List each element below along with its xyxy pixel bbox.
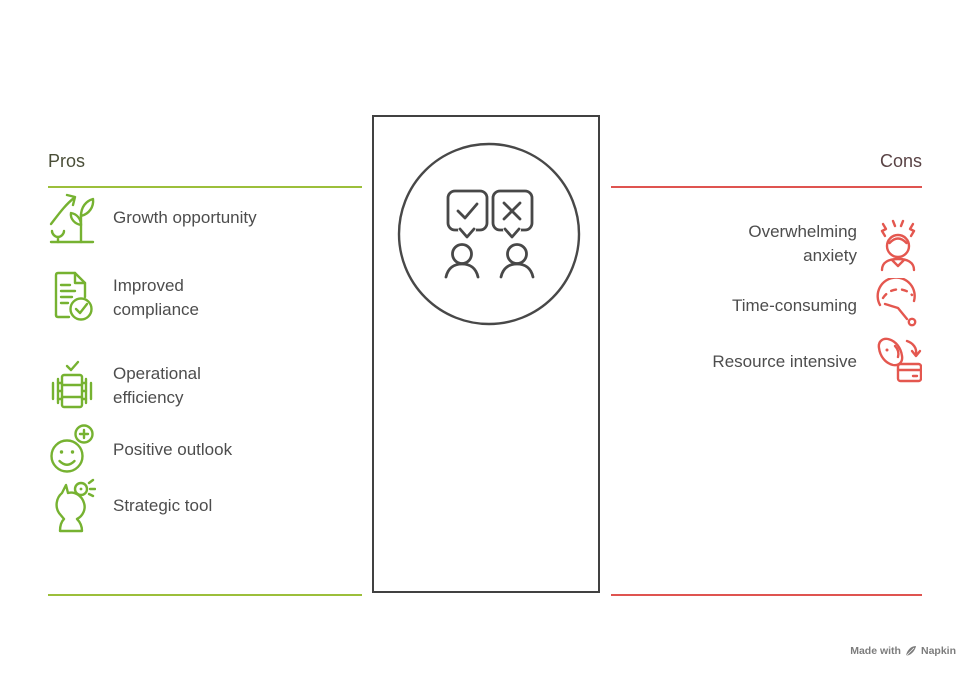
cons-item-label: Resource intensive	[712, 352, 857, 371]
pros-item-improved-compliance: Improved compliance	[48, 270, 362, 326]
cons-panel: Cons Overwhelming anxiety Time-consuming	[611, 150, 922, 390]
cons-title: Cons	[611, 150, 922, 188]
cons-bottom-rule	[611, 594, 922, 596]
pros-item-label: Operational efficiency	[113, 364, 201, 407]
pros-item-label: Growth opportunity	[113, 208, 257, 227]
pros-item-label: Improved compliance	[113, 276, 199, 319]
cons-item-label: Time-consuming	[731, 296, 857, 315]
machine-check-icon	[48, 358, 96, 414]
pros-item-operational-efficiency: Operational efficiency	[48, 358, 362, 414]
napkin-pen-icon	[905, 646, 916, 657]
pros-item-strategic-tool: Strategic tool	[48, 478, 362, 534]
clock-icon	[874, 278, 922, 334]
circle-frame	[397, 142, 581, 326]
pros-item-growth-opportunity: Growth opportunity	[48, 190, 362, 246]
smiley-plus-icon	[48, 422, 96, 478]
pros-title: Pros	[48, 150, 362, 188]
cons-item-resource-intensive: Resource intensive	[611, 334, 922, 390]
growth-plant-arrow-icon	[48, 190, 96, 246]
cons-item-label: Overwhelming anxiety	[748, 222, 857, 265]
cons-item-overwhelming-anxiety: Overwhelming anxiety	[611, 216, 922, 272]
approve-reject-people-illustration	[397, 142, 581, 326]
wallet-card-arrow-icon	[874, 334, 922, 390]
watermark-made-with: Made with	[850, 645, 901, 657]
watermark-brand: Napkin	[920, 645, 956, 657]
person-icon	[499, 243, 535, 279]
pros-item-label: Positive outlook	[113, 440, 233, 459]
check-speech-bubble-icon	[446, 189, 489, 239]
person-icon	[444, 243, 480, 279]
pros-bottom-rule	[48, 594, 362, 596]
pros-panel: Pros Growth opportunity	[48, 150, 362, 534]
cons-item-time-consuming: Time-consuming	[611, 278, 922, 334]
pros-item-positive-outlook: Positive outlook	[48, 422, 362, 478]
cross-speech-bubble-icon	[491, 189, 534, 239]
stressed-person-icon	[874, 216, 922, 272]
center-card	[372, 115, 600, 593]
chess-knight-icon	[48, 478, 96, 534]
watermark: Made with Napkin	[850, 645, 956, 657]
pros-item-label: Strategic tool	[113, 496, 213, 515]
document-check-icon	[48, 270, 96, 326]
